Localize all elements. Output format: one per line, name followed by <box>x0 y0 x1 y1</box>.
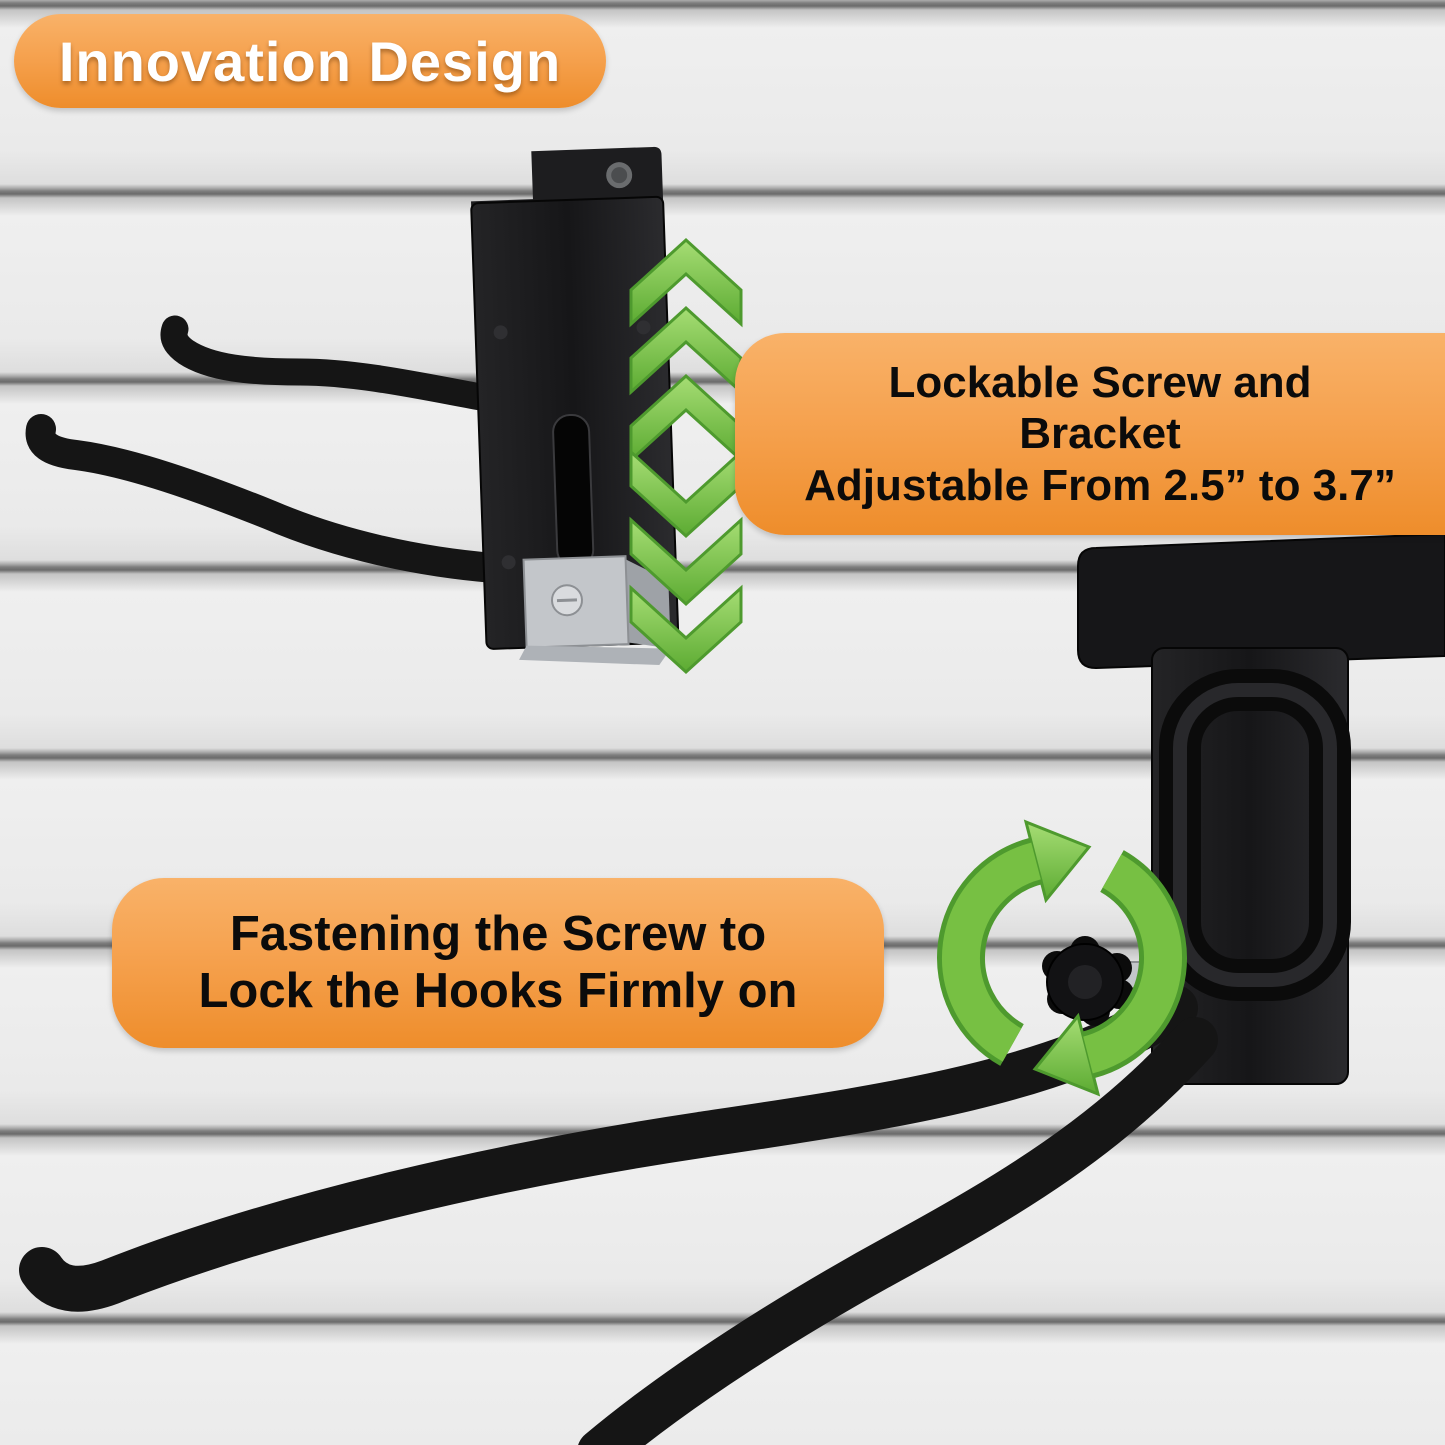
lower-hook-prong <box>25 414 509 583</box>
adjustment-slot <box>552 413 595 568</box>
rivet <box>636 320 651 335</box>
locked-hook-product-photo <box>19 532 1445 1445</box>
adjustable-hook-product-photo <box>25 146 680 666</box>
rivet <box>501 555 516 570</box>
screw-hole-shadow <box>611 167 628 184</box>
rivet <box>493 325 508 340</box>
adjust-up-down-arrows-icon <box>629 237 743 675</box>
lock-knob <box>1042 936 1134 1026</box>
mount-tab <box>471 146 664 210</box>
slat-lip <box>1077 532 1445 670</box>
hook-loop-highlight <box>1173 683 1337 987</box>
long-hook-prong-lower <box>578 1017 1218 1445</box>
long-hook-prong-upper <box>19 985 1198 1312</box>
upper-hook-prong <box>160 315 500 412</box>
rotate-screw-arrow-icon <box>937 819 1187 1097</box>
